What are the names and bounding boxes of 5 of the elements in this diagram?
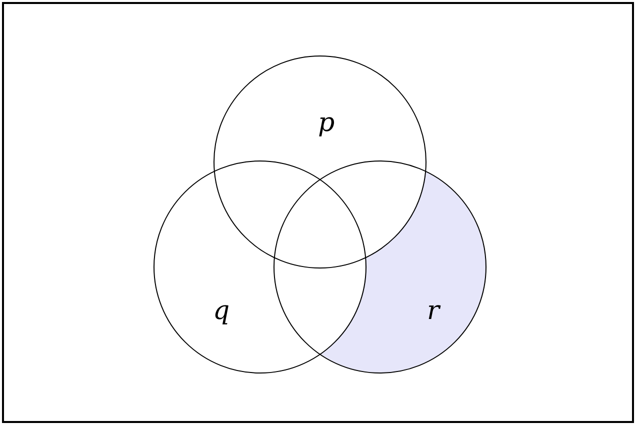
set-label: q xyxy=(213,298,230,324)
set-label: p xyxy=(318,110,335,136)
set-label: r xyxy=(427,298,440,324)
set-circle xyxy=(153,160,367,374)
set-circle xyxy=(213,55,427,269)
